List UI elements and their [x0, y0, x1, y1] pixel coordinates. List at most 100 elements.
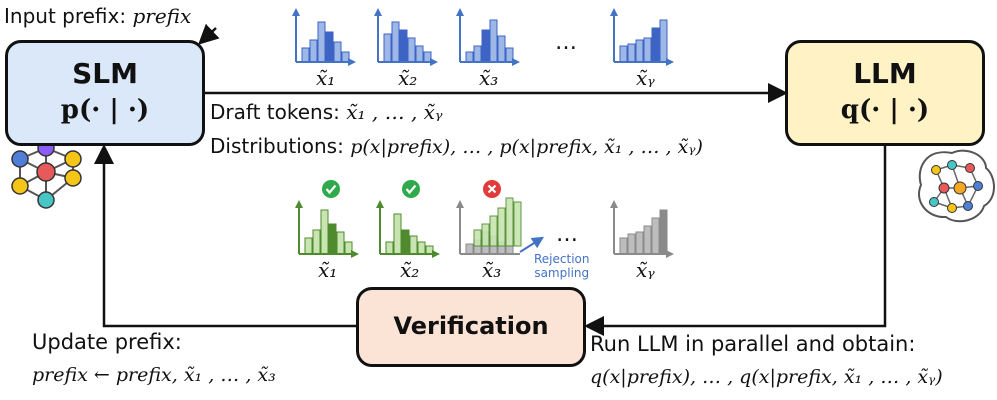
arrow-llm-to-verification [584, 146, 887, 336]
top-histogram-gamma-bar [619, 45, 628, 63]
bottom-histogram-2-bar [385, 241, 394, 255]
bottom-histogram-2-bar [401, 229, 410, 255]
top-histogram-2-bar [423, 51, 432, 63]
slm-box: SLM p(· | ·) [5, 40, 205, 146]
verification-title: Verification [393, 312, 549, 340]
top-histogram-gamma-bar [651, 27, 660, 63]
rejection-sampling-label: Rejection sampling [534, 252, 589, 280]
bottom-histogram-1-axis [351, 250, 359, 258]
rejection-arrow [519, 236, 545, 253]
check-icon [322, 180, 340, 198]
top-histogram-gamma-axis [610, 8, 618, 16]
bottom-hist-label: x̃₃ [482, 258, 502, 282]
verification-box: Verification [356, 287, 586, 367]
slm-subtitle: p(· | ·) [60, 95, 150, 125]
rejection-line2: sampling [534, 266, 590, 280]
top-histogram-1-bar [309, 39, 318, 63]
bottom-histogram-gamma-axis [610, 200, 618, 208]
bottom-histogram-3-axis [456, 200, 464, 208]
top-histogram-1-bar [325, 31, 334, 63]
top-histogram-1-bar [341, 51, 350, 63]
llm-box: LLM q(· | ·) [785, 40, 985, 146]
bottom-histogram-2-axis [376, 200, 384, 208]
bottom-histogram-3-bar [505, 245, 514, 255]
check-icon [402, 180, 420, 198]
bottom-histogram-2-bar [417, 241, 426, 255]
top-histogram-3-bar [481, 29, 490, 63]
distributions-value: p(x|prefix), … , p(x|prefix, x̃₁ , … , x… [350, 136, 703, 158]
top-histogram-1-bar [333, 41, 342, 63]
top-histogram-3 [456, 8, 520, 66]
input-prefix: Input prefix: prefix [4, 4, 191, 28]
bottom-histogram-3-bar [505, 197, 514, 247]
bottom-hist-label: x̃₁ [318, 258, 338, 282]
brain-network-icon [918, 149, 995, 223]
bottom-histogram-3-bar [497, 207, 506, 247]
bottom-histogram-gamma-bar [659, 209, 668, 255]
top-ellipsis: … [555, 30, 577, 55]
top-histogram-gamma-bar [643, 37, 652, 63]
bottom-hist-label: x̃ᵧ [636, 258, 655, 282]
top-hist-label: x̃₁ [316, 66, 336, 90]
top-histogram-3-bar [505, 47, 514, 63]
bottom-histogram-1 [295, 200, 359, 258]
bottom-ellipsis: … [556, 222, 578, 247]
bottom-histogram-1-axis [295, 200, 303, 208]
bottom-histogram-3-bar [473, 229, 482, 247]
graph-network-icon [11, 139, 82, 209]
bottom-histogram-3-bar [481, 223, 490, 247]
top-histogram-2-bar [415, 45, 424, 63]
update-prefix-label: Update prefix: [32, 330, 182, 354]
bottom-histogram-1-bar [312, 229, 321, 255]
rejection-line1: Rejection [534, 252, 590, 266]
bottom-histogram-gamma-axis [666, 250, 674, 258]
bottom-histogram-3-bar [513, 201, 522, 247]
top-histogram-2-bar [391, 21, 400, 63]
llm-subtitle: q(· | ·) [840, 95, 930, 125]
update-prefix-value: prefix ← prefix, x̃₁ , … , x̃₃ [32, 364, 276, 386]
distributions-label: Distributions: [210, 134, 351, 158]
bottom-histogram-gamma [610, 200, 674, 258]
top-histogram-gamma-bar [659, 19, 668, 63]
llm-title: LLM [853, 57, 917, 90]
top-histogram-2-axis [430, 58, 438, 66]
top-histogram-3-bar [489, 19, 498, 63]
bottom-histogram-3-bar [465, 243, 474, 255]
bottom-histogram-2 [376, 200, 440, 258]
bottom-histogram-1-bar [336, 231, 345, 255]
bottom-histogram-2-bar [409, 235, 418, 255]
bottom-histogram-2-axis [432, 250, 440, 258]
top-hist-label: x̃ᵧ [636, 66, 655, 90]
bottom-histogram-1-bar [320, 209, 329, 255]
top-histogram-2-bar [399, 29, 408, 63]
bottom-histogram-gamma-bar [651, 217, 660, 255]
top-histogram-1-bar [317, 21, 326, 63]
top-histogram-1-axis [348, 58, 356, 66]
input-prefix-value: prefix [132, 4, 192, 28]
run-llm-value: q(x|prefix), … , q(x|prefix, x̃₁ , … , x… [590, 366, 943, 388]
top-histogram-gamma [610, 8, 674, 66]
histograms [292, 8, 674, 258]
arrow-verification-to-slm [94, 144, 356, 328]
top-histogram-1-axis [292, 8, 300, 16]
input-prefix-label: Input prefix: [4, 4, 133, 28]
slm-title: SLM [72, 57, 138, 90]
top-histogram-3-axis [512, 58, 520, 66]
top-histogram-2 [374, 8, 438, 66]
distributions: Distributions: p(x|prefix), … , p(x|pref… [210, 134, 703, 158]
bottom-histogram-2-bar [393, 213, 402, 255]
bottom-histogram-1-bar [328, 223, 337, 255]
bottom-histogram-gamma-bar [643, 225, 652, 255]
top-histogram-2-bar [407, 37, 416, 63]
top-hist-label: x̃₃ [479, 66, 499, 90]
cross-icon [483, 180, 501, 198]
top-histogram-2-bar [383, 33, 392, 63]
bottom-histogram-2-bar [425, 245, 434, 255]
bottom-histogram-gamma-bar [635, 231, 644, 255]
draft-tokens: Draft tokens: x̃₁ , … , x̃ᵧ [210, 100, 442, 124]
top-histogram-3-bar [465, 51, 474, 63]
top-histogram-3-bar [497, 35, 506, 63]
bottom-histogram-3-bar [489, 215, 498, 247]
